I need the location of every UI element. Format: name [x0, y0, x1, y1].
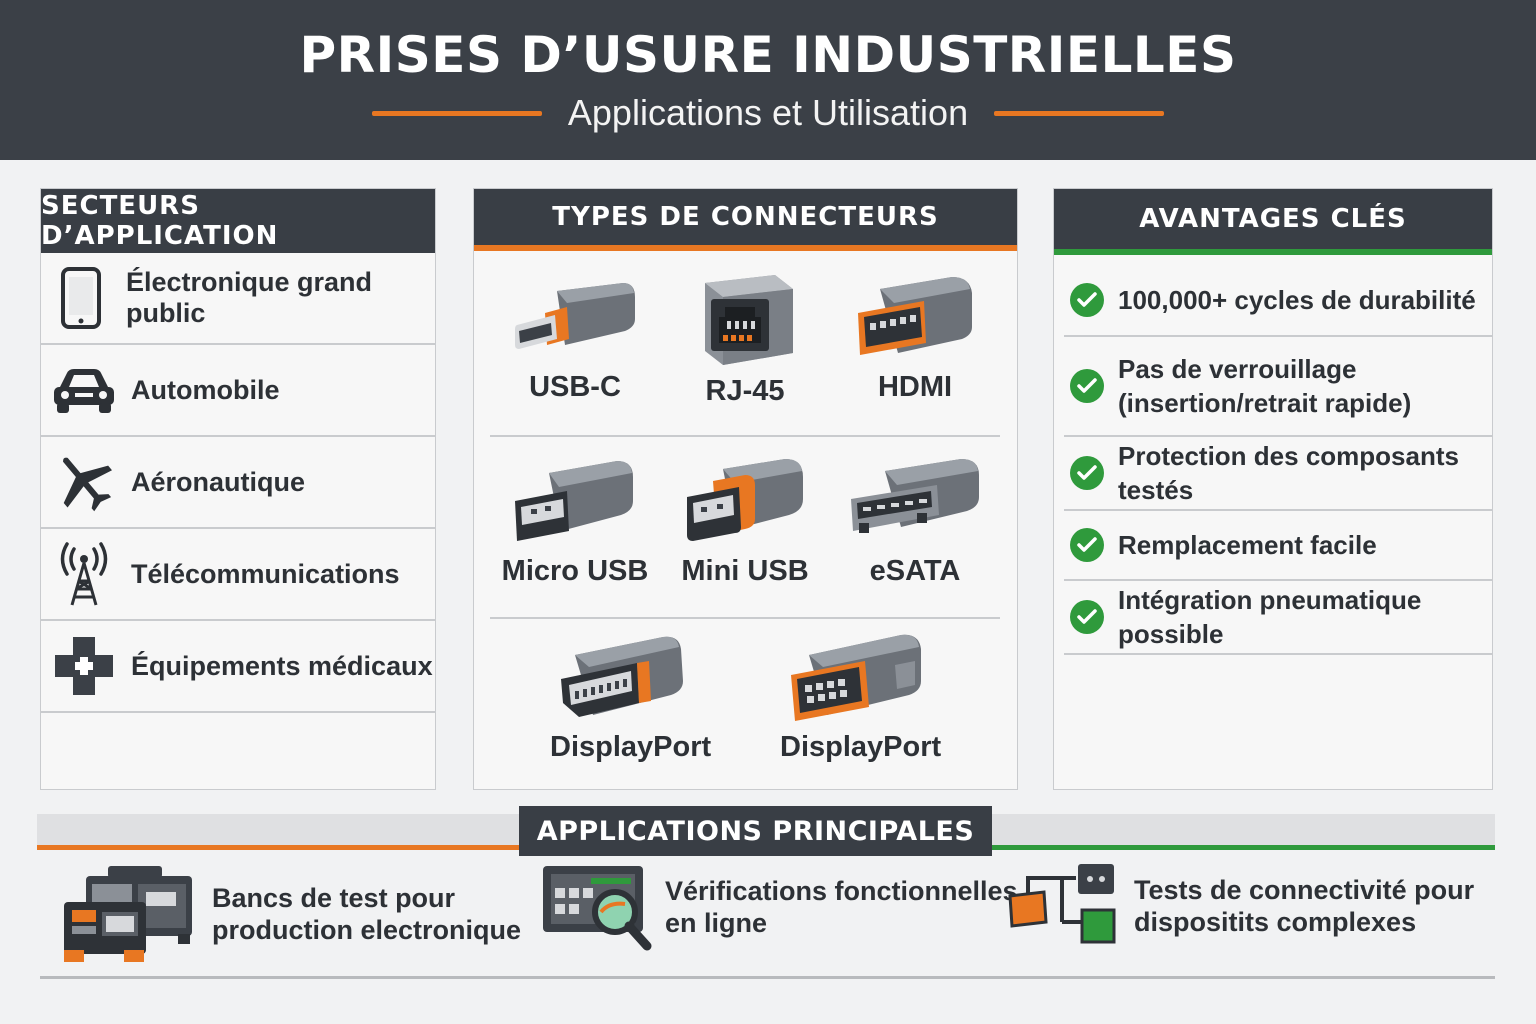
subtitle-rule-right — [994, 110, 1165, 116]
connector-displayport-2: DisplayPort — [780, 625, 942, 764]
advantage-item: Protection des composants testés — [1064, 437, 1492, 511]
advantage-item: Remplacement facile — [1064, 511, 1492, 581]
check-icon — [1070, 456, 1104, 490]
connector-label: DisplayPort — [780, 731, 942, 763]
sector-label: Électronique grand public — [125, 267, 372, 328]
sector-item-consumer-electronics: Électronique grand public — [41, 253, 435, 345]
connector-label: Micro USB — [501, 555, 649, 587]
sector-label: Automobile — [131, 374, 280, 405]
displayport-connector-icon — [561, 636, 683, 717]
connectors-panel: TYPES DE CONNECTEURS USB-C RJ-45 HDMI Mi… — [473, 188, 1018, 790]
connector-label: HDMI — [877, 371, 953, 403]
sector-label: Équipements médicaux — [131, 650, 433, 681]
smartphone-icon — [49, 266, 114, 330]
applications-band-right — [992, 814, 1495, 850]
page-header: PRISES D’USURE INDUSTRIELLES Application… — [0, 0, 1536, 160]
sector-item-medical: Équipements médicaux — [41, 621, 435, 713]
advantage-item: 100,000+ cycles de durabilité — [1064, 265, 1492, 337]
car-icon — [49, 358, 119, 422]
check-icon — [1070, 528, 1104, 562]
check-icon — [1070, 369, 1104, 403]
airplane-icon — [49, 450, 119, 514]
connector-hdmi: HDMI — [835, 269, 995, 408]
connector-label: USB-C — [529, 371, 621, 403]
connector-micro-usb: Micro USB — [495, 453, 655, 588]
advantage-text: Intégration pneumatique possible — [1118, 585, 1422, 649]
connector-usb-c: USB-C — [495, 269, 655, 408]
connector-row: USB-C RJ-45 HDMI — [490, 269, 1000, 408]
advantage-item: Intégration pneumatique possible — [1064, 581, 1492, 655]
connector-label: eSATA — [869, 555, 961, 587]
advantage-text: 100,000+ cycles de durabilité — [1118, 285, 1476, 315]
test-bench-icon — [62, 862, 194, 966]
sectors-panel-title: SECTEURS D’APPLICATION — [41, 189, 435, 253]
advantage-text: Protection des composants testés — [1118, 441, 1459, 505]
applications-title: APPLICATIONS PRINCIPALES — [519, 806, 992, 856]
sector-item-aeronautics: Aéronautique — [41, 437, 435, 529]
sector-item-automotive: Automobile — [41, 345, 435, 437]
connector-row-divider — [490, 617, 1000, 619]
inspection-magnifier-icon — [541, 862, 653, 952]
connector-row: Micro USB Mini USB eSATA — [490, 453, 1000, 588]
subtitle-row: Applications et Utilisation — [0, 92, 1536, 134]
connectors-panel-title: TYPES DE CONNECTEURS — [474, 189, 1017, 251]
network-nodes-icon — [1006, 862, 1118, 950]
connector-rj45: RJ-45 — [665, 269, 825, 408]
check-icon — [1070, 600, 1104, 634]
page-title: PRISES D’USURE INDUSTRIELLES — [299, 26, 1237, 84]
sector-label: Télécommunications — [131, 558, 400, 589]
bottom-divider — [40, 976, 1495, 979]
connector-label: Mini USB — [681, 555, 809, 587]
antenna-tower-icon — [49, 542, 119, 606]
esata-connector-icon — [851, 459, 979, 533]
sector-item-telecommunications: Télécommunications — [41, 529, 435, 621]
connector-label: RJ-45 — [705, 375, 785, 407]
rj45-connector-icon — [705, 275, 793, 365]
connector-displayport-1: DisplayPort — [550, 625, 712, 764]
connector-label: DisplayPort — [550, 731, 712, 763]
advantage-item: Pas de verrouillage(insertion/retrait ra… — [1064, 337, 1492, 437]
subtitle-rule-left — [371, 110, 542, 116]
advantages-panel-title: AVANTAGES CLÉS — [1054, 189, 1492, 255]
advantage-text: Remplacement facile — [1118, 530, 1377, 560]
connector-row: DisplayPort DisplayPort — [490, 625, 1000, 764]
usb-c-connector-icon — [515, 283, 635, 349]
mini-usb-connector-icon — [687, 459, 803, 541]
connector-row-divider — [490, 435, 1000, 437]
applications-band-left — [37, 814, 519, 850]
sectors-panel: SECTEURS D’APPLICATION Électronique gran… — [40, 188, 436, 790]
micro-usb-connector-icon — [515, 461, 633, 541]
hdmi-connector-icon — [858, 277, 972, 355]
connector-esata: eSATA — [835, 453, 995, 588]
advantage-text: Pas de verrouillage(insertion/retrait ra… — [1118, 354, 1412, 418]
medical-cross-icon — [49, 634, 119, 698]
sector-label: Aéronautique — [131, 466, 306, 497]
displayport-connector-icon — [791, 634, 921, 721]
connector-mini-usb: Mini USB — [665, 453, 825, 588]
page-subtitle: Applications et Utilisation — [567, 92, 969, 133]
advantages-panel: AVANTAGES CLÉS 100,000+ cycles de durabi… — [1053, 188, 1493, 790]
check-icon — [1070, 283, 1104, 317]
